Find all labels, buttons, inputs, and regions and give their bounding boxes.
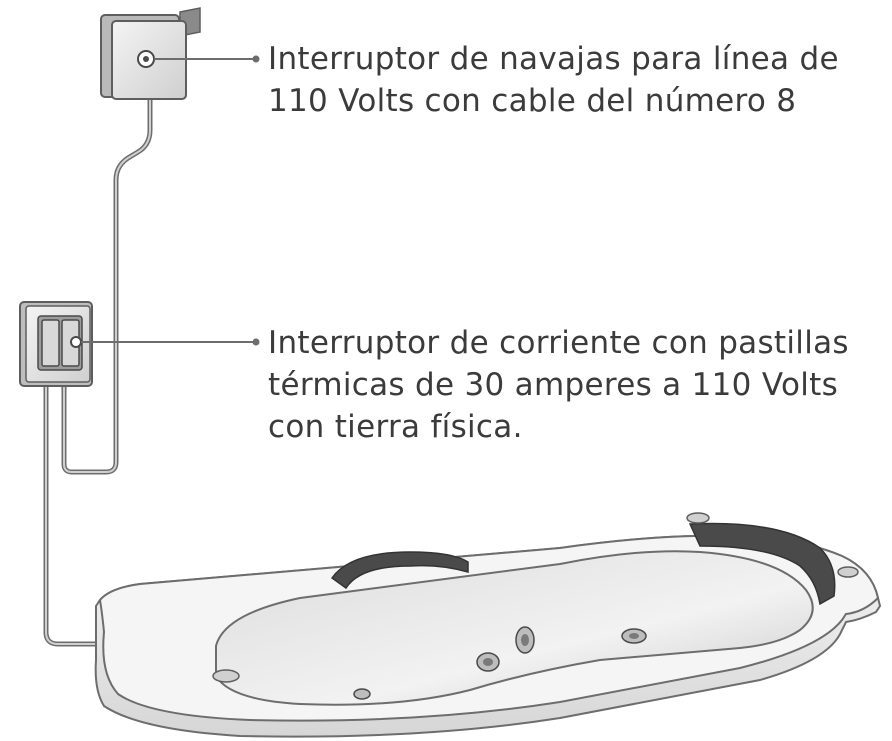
breaker-switch-label-line-2: térmicas de 30 amperes a 110 Volts [268,367,839,403]
cable-knife-to-breaker [61,98,153,475]
knife-switch-box [100,7,201,100]
breaker-terminal-icon [70,336,82,348]
tub-handle [330,551,469,590]
leader-line-breaker [81,338,260,346]
tub-jet [621,628,647,644]
leader-line-knife [154,55,260,63]
whirlpool-bathtub [94,512,882,738]
knife-switch-label-line-1: Interruptor de navajas para línea de [268,41,839,77]
breaker-switch-box [19,301,93,387]
breaker-switch-label-line-3: con tierra física. [268,409,523,445]
cable-breaker-to-tub [43,386,120,647]
knife-switch-label-line-2: 110 Volts con cable del número 8 [268,83,797,119]
knife-switch-label: Interruptor de navajas para línea de 110… [268,38,839,122]
breaker-left-toggle [41,319,60,367]
tub-basin [215,550,814,706]
tub-headrest [688,522,836,606]
tub-jet [353,688,371,700]
breaker-switch-label: Interruptor de corriente con pastillas t… [268,322,849,448]
tub-jet [476,652,500,672]
breaker-switch-label-line-1: Interruptor de corriente con pastillas [268,325,849,361]
tub-jet [515,626,535,654]
